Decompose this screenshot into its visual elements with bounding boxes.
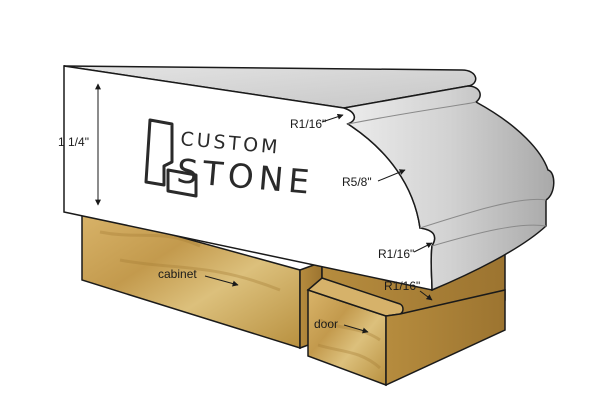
height-dimension: 1 1/4" <box>58 83 101 206</box>
door-label: door <box>314 317 338 331</box>
radius-top-label: R1/16" <box>290 117 326 131</box>
part-labels: cabinet door <box>158 267 369 334</box>
door-side <box>385 289 506 387</box>
logo-mark-inner <box>166 168 198 198</box>
stone-slab <box>63 65 555 292</box>
door-block <box>306 277 506 387</box>
stone-edge-profile <box>343 85 555 292</box>
radius-mid-label: R1/16" <box>378 247 414 261</box>
radius-callouts: R1/16" R5/8" R1/16" R1/16" <box>290 113 433 301</box>
cabinet-label: cabinet <box>158 267 197 281</box>
radius-large-label: R5/8" <box>342 175 372 189</box>
radius-bottom-label: R1/16" <box>384 279 420 293</box>
logo-mark-outer <box>144 118 174 187</box>
height-label: 1 1/4" <box>58 135 89 149</box>
